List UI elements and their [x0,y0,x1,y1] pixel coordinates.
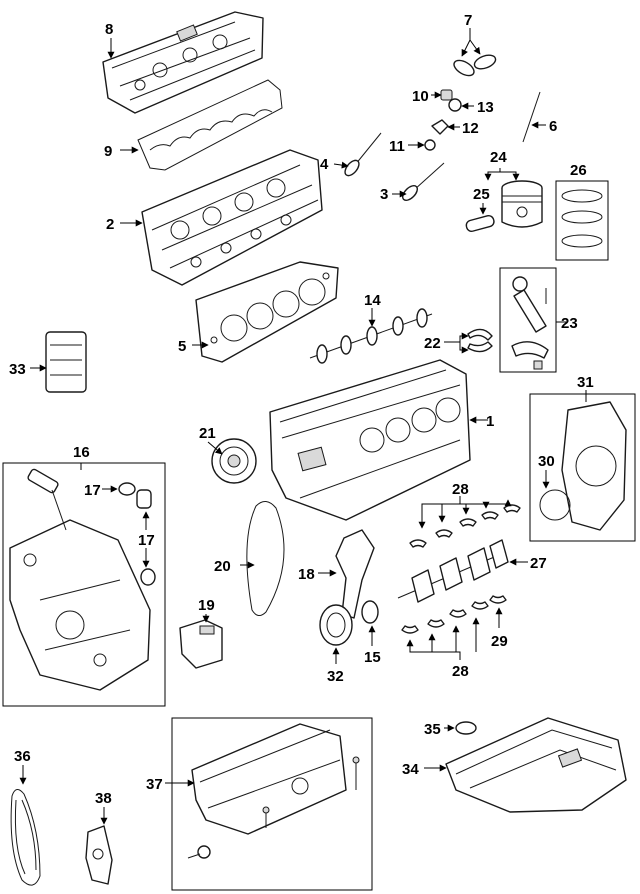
callout-19: 19 [198,597,215,614]
rear-main-seal-cover [561,401,627,531]
timing-chain [246,501,285,616]
callout-28-bottom: 28 [452,663,469,680]
piston-rings [561,189,603,248]
callout-10: 10 [412,88,429,105]
callout-16: 16 [73,444,90,461]
callout-9: 9 [104,143,112,160]
callout-18: 18 [298,566,315,583]
callout-33: 33 [9,361,26,378]
rear-cover-box [529,393,636,542]
oil-cooler [45,331,87,393]
callout-3: 3 [380,186,388,203]
callout-37: 37 [146,776,163,793]
callout-35: 35 [424,721,441,738]
main-bearings-upper [409,504,521,548]
callout-27: 27 [530,555,547,572]
connecting-rod [511,276,549,370]
callout-22: 22 [424,335,441,352]
crank-gear [361,600,379,624]
connecting-rod-box [499,267,557,373]
callout-30: 30 [538,453,555,470]
callout-20: 20 [214,558,231,575]
timing-cover-seals [118,482,156,586]
callout-25: 25 [473,186,490,203]
timing-cover [9,468,151,691]
callout-36: 36 [14,748,31,765]
piston [501,180,543,228]
callout-17-bottom: 17 [138,532,155,549]
callout-labels: 8 9 2 5 7 10 13 12 11 6 4 3 24 26 25 14 … [9,12,594,807]
callout-8: 8 [105,21,113,38]
piston-pin [465,214,495,232]
callout-4: 4 [320,156,329,173]
callout-34: 34 [402,761,419,778]
oil-filler-cap [455,721,477,735]
callout-38: 38 [95,790,112,807]
chain-tensioner [179,619,223,669]
upper-oil-pan [191,723,347,835]
callout-29: 29 [491,633,508,650]
callout-12: 12 [462,120,479,137]
engine-block [269,359,471,521]
callout-21: 21 [199,425,216,442]
callout-14: 14 [364,292,381,309]
chain-guide [335,529,375,619]
main-bearings-lower [401,595,507,634]
rear-main-seal [539,489,571,521]
rod-bearings [467,328,493,353]
callout-2: 2 [106,216,114,233]
callout-28-top: 28 [452,481,469,498]
callout-6: 6 [549,118,557,135]
guide-rod [522,91,541,143]
intake-valve [344,132,382,177]
cylinder-head [141,149,323,286]
serpentine-belt [10,789,41,886]
valvetrain-small-parts [424,89,462,151]
oil-pan-group-box [171,717,373,891]
valve-cover-gasket [137,79,283,171]
callout-31: 31 [577,374,594,391]
oil-pump-bolts [187,756,360,859]
timing-cover-group-box [2,462,166,707]
exhaust-valve [402,162,445,201]
callout-15: 15 [364,649,381,666]
callout-11: 11 [389,138,405,155]
piston-rings-box [555,180,609,261]
callout-5: 5 [178,338,186,355]
crank-sprocket [319,604,353,646]
belt-tensioner [85,825,113,885]
camshaft [309,308,433,364]
leader-lines [19,28,587,825]
lower-oil-pan [445,717,627,813]
valve-keepers [453,54,497,77]
callout-26: 26 [570,162,587,179]
callout-13: 13 [477,99,494,116]
crankshaft [397,539,509,603]
callout-23: 23 [561,315,578,332]
callout-24: 24 [490,149,507,166]
head-gasket [195,261,339,363]
callout-7: 7 [464,12,472,29]
callout-32: 32 [327,668,344,685]
cam-phaser [211,438,257,484]
callout-17-top: 17 [84,482,101,499]
valve-cover [102,11,264,114]
callout-1: 1 [486,413,494,430]
